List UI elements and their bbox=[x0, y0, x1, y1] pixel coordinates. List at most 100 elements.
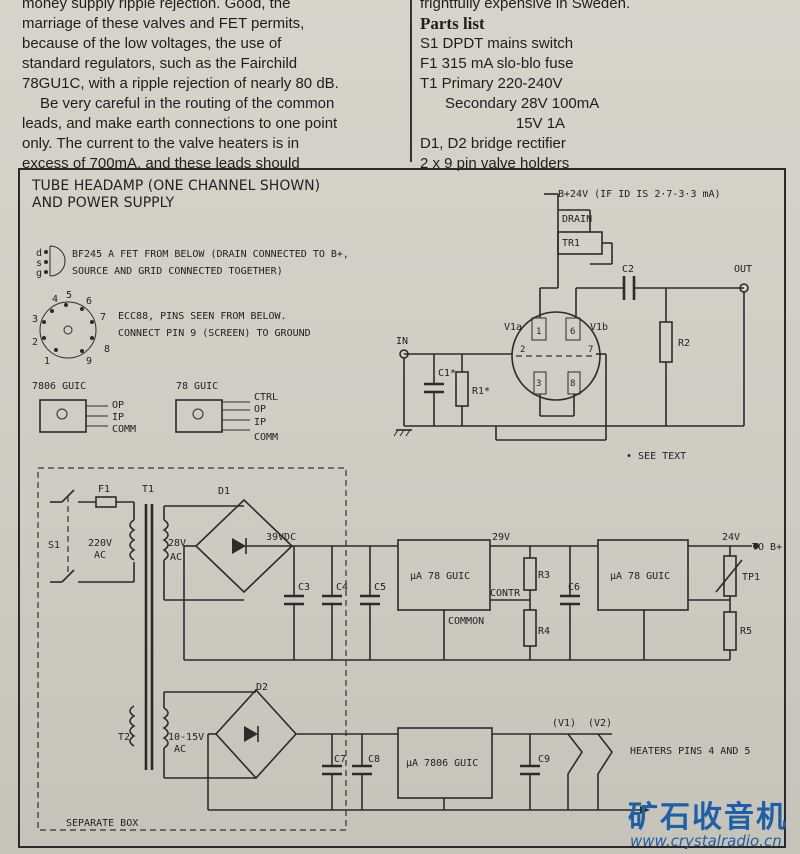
d1-label: D1 bbox=[218, 486, 230, 497]
secondary2-voltage: AC bbox=[174, 744, 186, 755]
t1-label: T1 bbox=[142, 484, 154, 495]
v1-heater-label: (V1) bbox=[552, 718, 576, 729]
primary-voltage: 220V bbox=[88, 538, 112, 549]
c1-label: C1* bbox=[438, 368, 456, 379]
contr-label: CONTR bbox=[490, 588, 521, 599]
diagram-title: AND POWER SUPPLY bbox=[32, 195, 175, 211]
see-text-note: • SEE TEXT bbox=[626, 451, 686, 462]
regulator-c bbox=[397, 727, 493, 799]
diagram-frame bbox=[18, 168, 786, 848]
parts-list-item: 15V 1A bbox=[420, 115, 566, 132]
r1-resistor bbox=[455, 371, 469, 407]
r1-label: R1* bbox=[472, 386, 490, 397]
rail-24v-label: 24V bbox=[722, 532, 740, 543]
amplifier-circuit bbox=[393, 193, 749, 441]
parts-list-item: S1 DPDT mains switch bbox=[420, 35, 574, 52]
article-left-column: money supply ripple rejection. Good, the… bbox=[22, 0, 400, 174]
f1-label: F1 bbox=[98, 484, 110, 495]
watermark-logo: 矿石收音机 bbox=[628, 800, 788, 835]
s1-label: S1 bbox=[48, 540, 60, 551]
ecc88-pinout: 4 5 6 7 8 9 3 2 1 bbox=[32, 290, 110, 367]
ecc-pin-label: 1 bbox=[44, 356, 50, 367]
separate-box-outline bbox=[37, 467, 347, 831]
power-supply-circuit bbox=[37, 467, 759, 831]
fuse-f1 bbox=[95, 496, 117, 508]
v1a-label: V1a bbox=[504, 322, 522, 333]
fet-note: SOURCE AND GRID CONNECTED TOGETHER) bbox=[72, 266, 283, 277]
article-line: excess of 700mA, and these leads should bbox=[22, 155, 300, 172]
in-label: IN bbox=[396, 336, 408, 347]
bridge-d2 bbox=[214, 688, 298, 780]
drain-label: DRAIN bbox=[562, 214, 592, 225]
parts-list-heading: Parts list bbox=[420, 14, 485, 33]
article-line: leads, and make earth connections to one… bbox=[22, 115, 338, 132]
parts-list-column: frightfully expensive in Sweden. Parts l… bbox=[420, 0, 790, 174]
parts-list-item: D1, D2 bridge rectifier bbox=[420, 135, 566, 152]
r2-resistor bbox=[659, 321, 673, 363]
ecc-note: ECC88, PINS SEEN FROM BELOW. bbox=[118, 311, 287, 322]
fet-pinout: d s g bbox=[36, 245, 66, 279]
reg2-pin-label: IP bbox=[254, 417, 266, 428]
diagram-title: TUBE HEADAMP (ONE CHANNEL SHOWN) bbox=[31, 178, 320, 194]
article-line: Be very careful in the routing of the co… bbox=[40, 95, 335, 112]
c2-label: C2 bbox=[622, 264, 634, 275]
d2-label: D2 bbox=[256, 682, 268, 693]
r5-resistor bbox=[723, 611, 737, 651]
parts-list-item: 2 x 9 pin valve holders bbox=[420, 155, 570, 172]
reg1-package bbox=[39, 399, 108, 433]
parts-list-item: T1 Primary 220-240V bbox=[420, 75, 563, 92]
c5-label: C5 bbox=[374, 582, 386, 593]
valve-pin-label: 7 bbox=[588, 345, 593, 355]
article-line: money supply ripple rejection. Good, the bbox=[22, 0, 291, 12]
ecc-pin-label: 6 bbox=[86, 296, 92, 307]
r4-label: R4 bbox=[538, 626, 550, 637]
ecc88-valve bbox=[511, 311, 601, 401]
regulator-b bbox=[597, 539, 689, 611]
reg2-package bbox=[175, 399, 250, 433]
reg1-pin-label: OP bbox=[112, 400, 124, 411]
fet-pin-label: g bbox=[36, 268, 42, 279]
regulator-a-label: µA 78 GUIC bbox=[410, 571, 470, 582]
c3-label: C3 bbox=[298, 582, 310, 593]
bridge-d1 bbox=[194, 498, 294, 594]
t2-label: T2 bbox=[118, 732, 130, 743]
parts-list-item: F1 315 mA slo-blo fuse bbox=[420, 55, 574, 72]
primary-voltage: AC bbox=[94, 550, 106, 561]
v2-heater-label: (V2) bbox=[588, 718, 612, 729]
article-line: only. The current to the valve heaters i… bbox=[22, 135, 300, 152]
ecc-pin-label: 4 bbox=[52, 294, 58, 305]
bplus-label: B+24V (IF ID IS 2·7-3·3 mA) bbox=[558, 189, 721, 200]
secondary2-voltage: 10-15V bbox=[168, 732, 204, 743]
r3-resistor bbox=[523, 557, 537, 591]
ecc-pin-label: 8 bbox=[104, 344, 110, 355]
secondary-voltage: 28V bbox=[168, 538, 186, 549]
fet-pin-label: s bbox=[36, 258, 42, 269]
c8-label: C8 bbox=[368, 754, 380, 765]
rail-39v-label: 39VDC bbox=[266, 532, 296, 543]
v1b-label: V1b bbox=[590, 322, 608, 333]
ecc-pin-label: 9 bbox=[86, 356, 92, 367]
reg2-pin-label: COMM bbox=[254, 432, 278, 443]
heaters-note: HEATERS PINS 4 AND 5 bbox=[630, 746, 750, 757]
reg2-pin-label: OP bbox=[254, 404, 266, 415]
parts-list-item: Secondary 28V 100mA bbox=[420, 95, 600, 112]
to-bplus-label: TO B+ bbox=[752, 542, 782, 553]
article-line: frightfully expensive in Sweden. bbox=[420, 0, 631, 12]
out-label: OUT bbox=[734, 264, 752, 275]
tp1-label: TP1 bbox=[742, 572, 760, 583]
regulator-c-label: µA 7806 GUIC bbox=[406, 758, 478, 769]
regulator-b-label: µA 78 GUIC bbox=[610, 571, 670, 582]
valve-pin-label: 3 bbox=[536, 379, 541, 389]
ecc-pin-label: 3 bbox=[32, 314, 38, 325]
article-line: 78GU1C, with a ripple rejection of nearl… bbox=[22, 75, 339, 92]
separate-box-label: SEPARATE BOX bbox=[66, 818, 138, 829]
c6-label: C6 bbox=[568, 582, 580, 593]
watermark-url: www.crystalradio.cn bbox=[630, 832, 782, 850]
tr1-label: TR1 bbox=[562, 238, 580, 249]
r5-label: R5 bbox=[740, 626, 752, 637]
article-line: because of the low voltages, the use of bbox=[22, 35, 282, 52]
ecc-note: CONNECT PIN 9 (SCREEN) TO GROUND bbox=[118, 328, 311, 339]
column-divider bbox=[410, 0, 412, 162]
